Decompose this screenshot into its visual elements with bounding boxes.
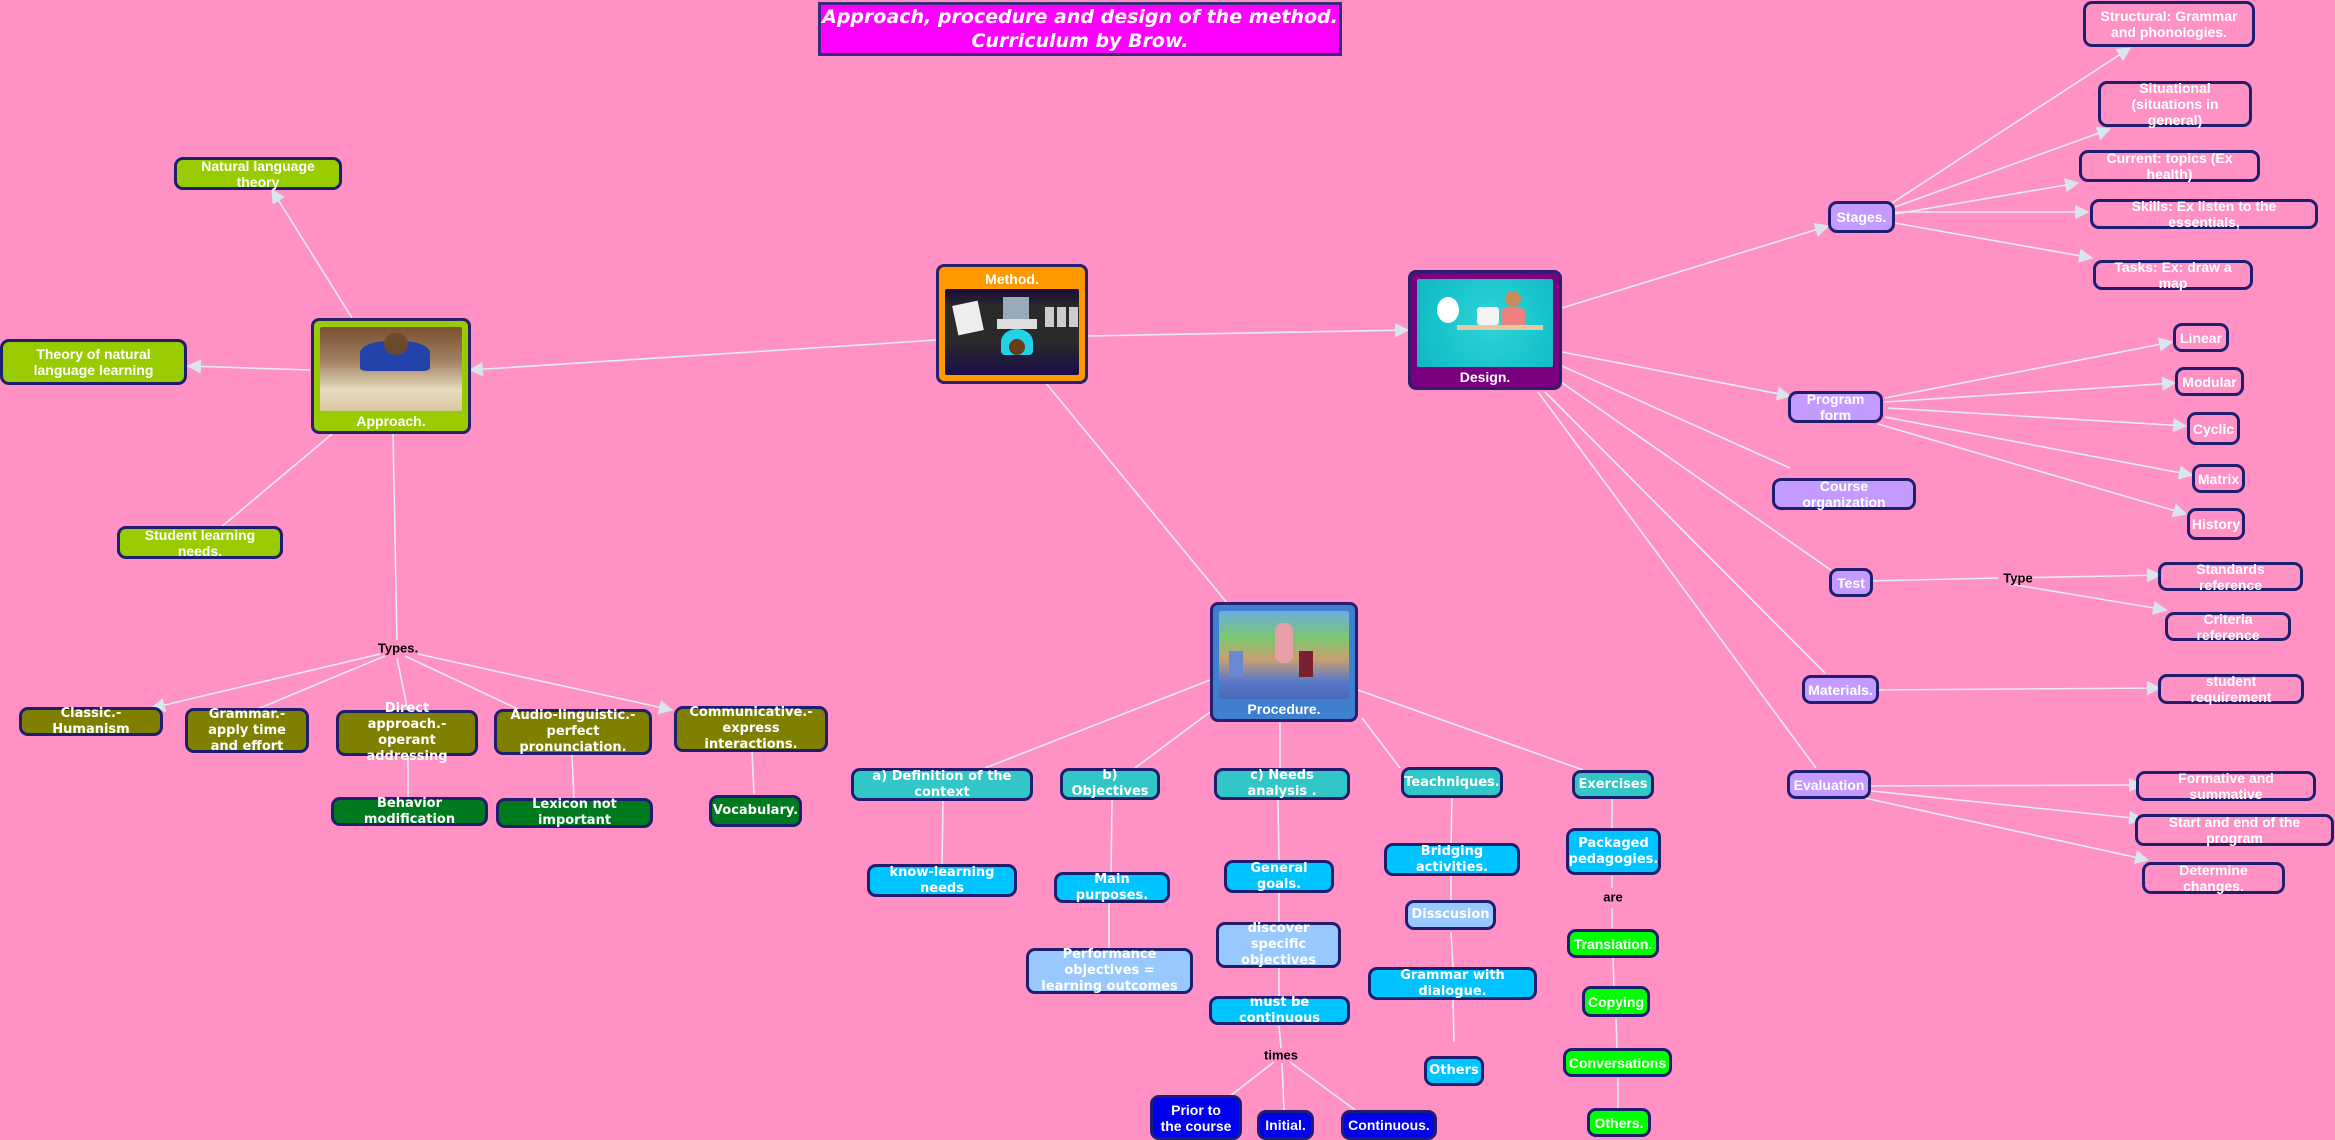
node-matrix[interactable]: Matrix bbox=[2192, 464, 2245, 493]
node-initial[interactable]: Initial. bbox=[1257, 1110, 1314, 1140]
node-bridging-activities[interactable]: Bridging activities. bbox=[1384, 843, 1520, 876]
node-program-form[interactable]: Program form bbox=[1788, 391, 1883, 423]
node-criteria-reference[interactable]: Criteria reference bbox=[2165, 611, 2291, 643]
node-materials[interactable]: Materials. bbox=[1802, 675, 1879, 704]
node-stage-current[interactable]: Current: topics (Ex health) bbox=[2079, 150, 2260, 182]
node-objectives[interactable]: b) Objectives bbox=[1060, 768, 1160, 800]
node-general-goals[interactable]: General goals. bbox=[1224, 860, 1334, 893]
approach-label: Approach. bbox=[356, 413, 426, 429]
times-link-label: times bbox=[1264, 1047, 1298, 1063]
woman-at-desk-image bbox=[1417, 279, 1553, 367]
node-standards-reference[interactable]: Standards reference bbox=[2158, 561, 2303, 593]
node-techniques-others[interactable]: Others bbox=[1424, 1056, 1484, 1086]
classroom-children-image bbox=[1219, 611, 1349, 699]
node-needs-analysis[interactable]: c) Needs analysis . bbox=[1214, 768, 1350, 800]
node-techniques[interactable]: Teachniques. bbox=[1401, 767, 1503, 798]
node-method[interactable]: Method. bbox=[936, 264, 1088, 384]
method-label: Method. bbox=[985, 271, 1039, 287]
node-grammar-with-dialogue[interactable]: Grammar with dialogue. bbox=[1368, 967, 1537, 1000]
node-stages[interactable]: Stages. bbox=[1828, 201, 1895, 233]
node-linear[interactable]: Linear bbox=[2173, 323, 2229, 352]
node-exercise-others[interactable]: Others. bbox=[1587, 1108, 1651, 1137]
person-at-laptop-image bbox=[945, 289, 1079, 375]
node-student-requirement[interactable]: student requirement bbox=[2158, 673, 2304, 705]
node-prior-to-course[interactable]: Prior to the course bbox=[1150, 1095, 1242, 1140]
node-disscusion[interactable]: Disscusion bbox=[1405, 900, 1496, 930]
node-vocabulary[interactable]: Vocabulary. bbox=[709, 795, 802, 827]
are-link-label: are bbox=[1603, 889, 1623, 905]
node-behavior-modification[interactable]: Behavior modification bbox=[331, 796, 488, 827]
node-design[interactable]: Design. bbox=[1408, 270, 1562, 390]
title-line-2: Curriculum by Brow. bbox=[971, 30, 1189, 52]
node-test[interactable]: Test bbox=[1829, 568, 1873, 597]
node-main-purposes[interactable]: Main purposes. bbox=[1054, 872, 1170, 903]
node-must-be-continuous[interactable]: must be continuous bbox=[1209, 995, 1350, 1026]
node-definition-of-context[interactable]: a) Definition of the context bbox=[851, 768, 1033, 801]
node-theory-natural-language-learning[interactable]: Theory of natural language learning bbox=[0, 339, 187, 385]
node-natural-language-theory[interactable]: Natural language theory bbox=[174, 157, 342, 190]
node-packaged-pedagogies[interactable]: Packaged pedagogies. bbox=[1566, 828, 1661, 875]
node-stage-situational[interactable]: Situational (situations in general) bbox=[2098, 80, 2252, 128]
node-lexicon-not-important[interactable]: Lexicon not important bbox=[496, 797, 653, 828]
node-evaluation[interactable]: Evaluation bbox=[1787, 770, 1871, 799]
node-course-organization[interactable]: Course organization bbox=[1772, 478, 1916, 510]
node-copying[interactable]: Copying bbox=[1582, 986, 1650, 1017]
node-stage-skills[interactable]: Skills: Ex listen to the essentials, bbox=[2090, 198, 2318, 230]
student-over-books-image bbox=[320, 327, 462, 411]
node-exercises[interactable]: Exercises bbox=[1572, 770, 1654, 799]
node-continuous[interactable]: Continuous. bbox=[1341, 1110, 1437, 1140]
node-conversations[interactable]: Conversations bbox=[1563, 1048, 1672, 1077]
node-type-grammar[interactable]: Grammar.- apply time and effort bbox=[185, 707, 309, 754]
node-type-communicative[interactable]: Communicative.- express interactions. bbox=[674, 705, 828, 752]
type-link-label: Type bbox=[2003, 570, 2033, 586]
node-type-classic[interactable]: Classic.- Humanism bbox=[19, 706, 163, 737]
node-formative-summative[interactable]: Formative and summative bbox=[2136, 770, 2316, 802]
map-title: Approach, procedure and design of the me… bbox=[818, 2, 1342, 56]
title-line-1: Approach, procedure and design of the me… bbox=[822, 6, 1338, 28]
node-approach[interactable]: Approach. bbox=[311, 318, 471, 434]
node-procedure[interactable]: Procedure. bbox=[1210, 602, 1358, 722]
node-history[interactable]: History bbox=[2187, 508, 2245, 540]
node-stage-structural[interactable]: Structural: Grammar and phonologies. bbox=[2083, 1, 2255, 47]
node-cyclic[interactable]: Cyclic bbox=[2187, 412, 2240, 445]
design-label: Design. bbox=[1459, 369, 1511, 385]
node-discover-specific-objectives[interactable]: discover specific objectives bbox=[1216, 921, 1341, 968]
node-stage-tasks[interactable]: Tasks: Ex: draw a map bbox=[2093, 259, 2253, 291]
node-type-direct-approach[interactable]: Direct approach.- operant addressing bbox=[336, 701, 478, 764]
procedure-label: Procedure. bbox=[1247, 701, 1321, 717]
node-determine-changes[interactable]: Determine changes. bbox=[2142, 862, 2285, 894]
node-student-learning-needs[interactable]: Student learning needs. bbox=[117, 526, 283, 559]
node-start-end-program[interactable]: Start and end of the program bbox=[2135, 814, 2334, 846]
node-know-learning-needs[interactable]: know-learning needs bbox=[867, 864, 1017, 897]
node-modular[interactable]: Modular bbox=[2175, 367, 2244, 396]
types-link-label: Types. bbox=[377, 640, 419, 656]
node-type-audio-linguistic[interactable]: Audio-linguistic.- perfect pronunciation… bbox=[494, 708, 652, 755]
node-translation[interactable]: Translation. bbox=[1567, 929, 1659, 958]
node-performance-objectives[interactable]: Performance objectives = learning outcom… bbox=[1026, 947, 1193, 994]
